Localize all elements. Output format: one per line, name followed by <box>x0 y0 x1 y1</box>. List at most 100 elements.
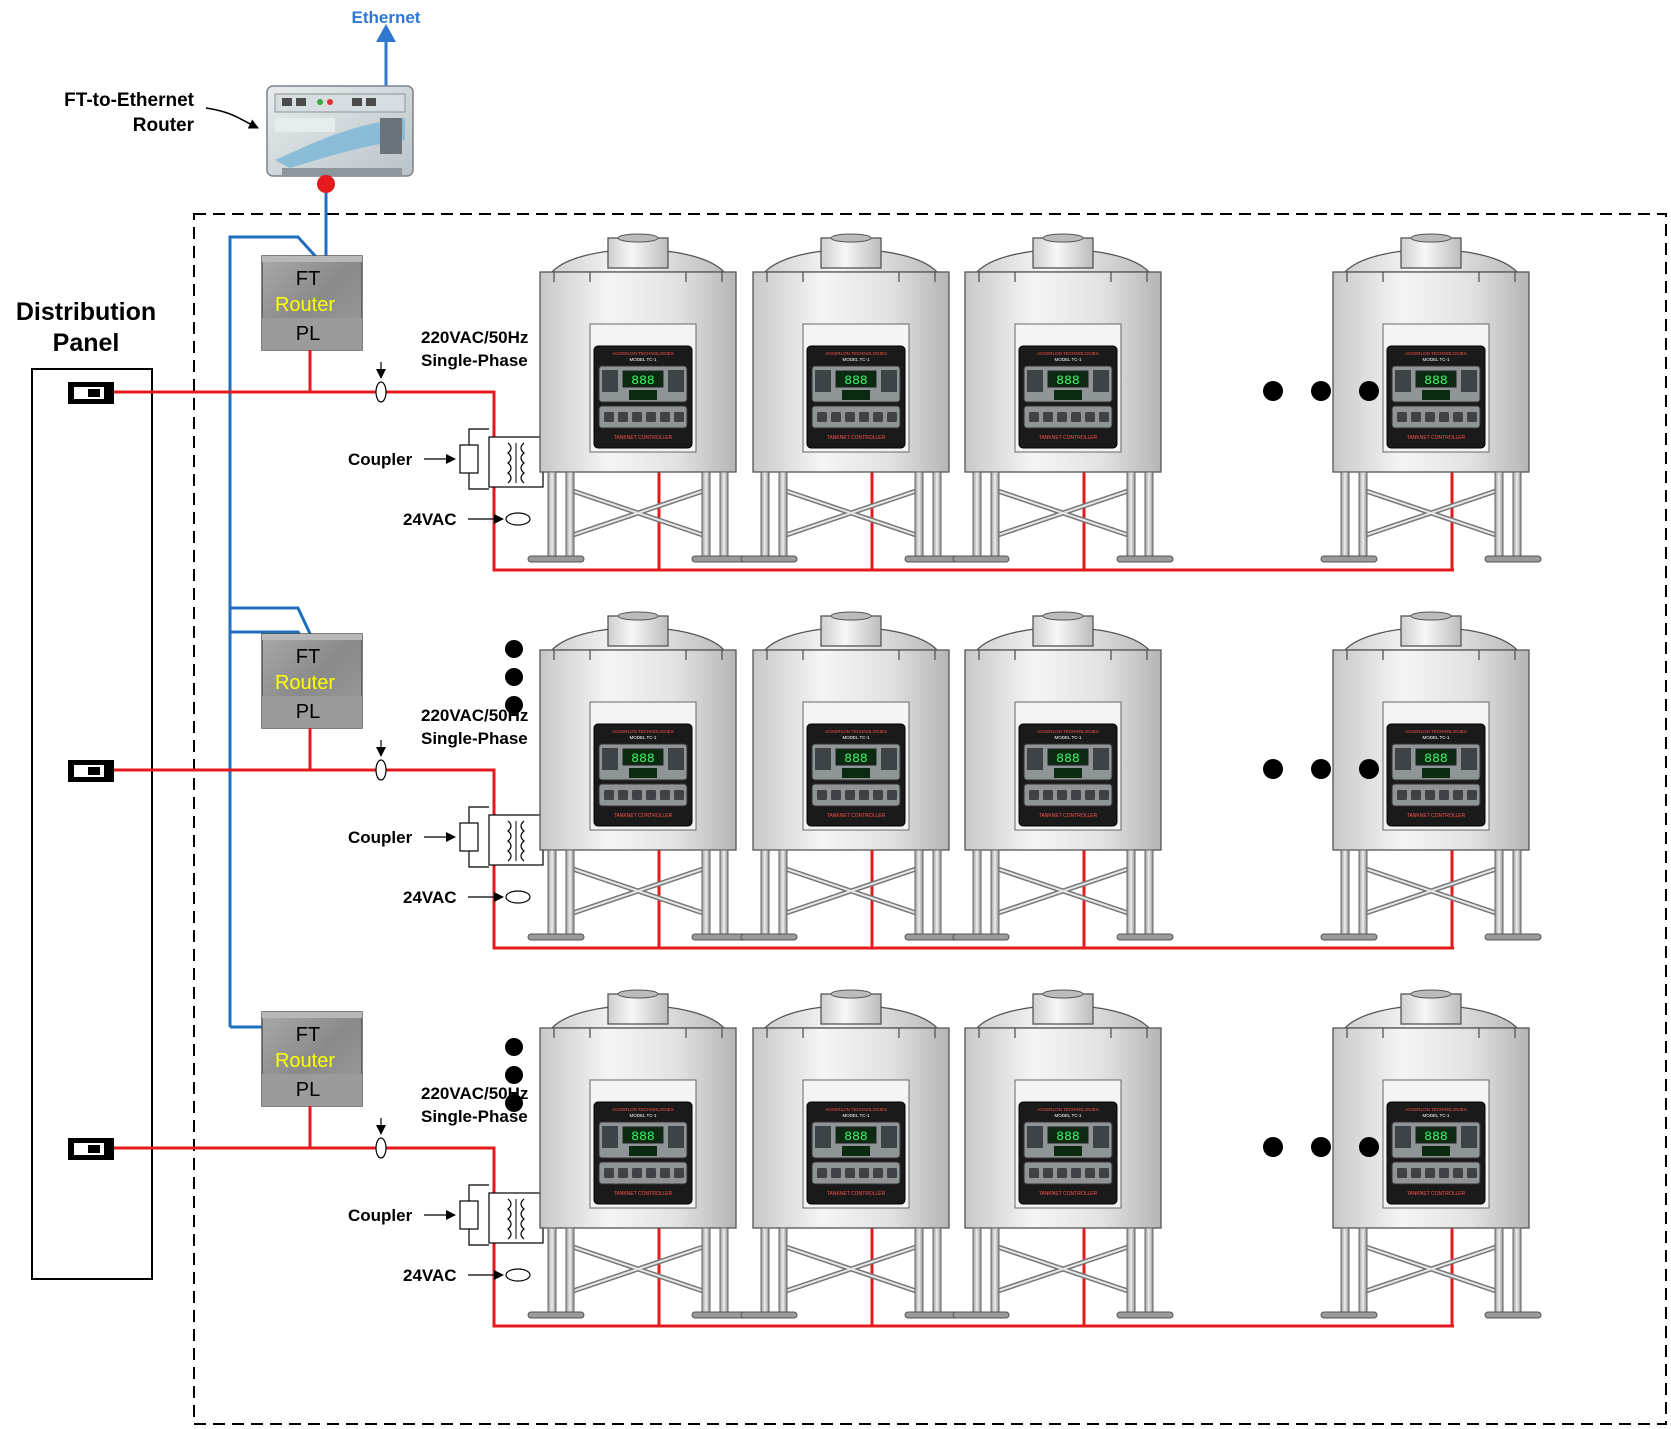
controller-right-keys <box>1093 370 1109 392</box>
controller-key <box>845 790 855 800</box>
controller-key <box>618 1168 628 1178</box>
controller-key <box>1057 1168 1067 1178</box>
controller-small-display <box>629 1146 657 1156</box>
gateway-label-line1: FT-to-Ethernet <box>64 90 194 111</box>
controller-key <box>1071 1168 1081 1178</box>
ethernet-arrow-head-icon <box>376 24 396 42</box>
controller-footer: TANKNET CONTROLLER <box>1407 435 1466 441</box>
controller-keypad <box>598 1161 688 1185</box>
tank-leg <box>990 471 1000 563</box>
controller-key <box>1099 412 1109 422</box>
controller-key <box>831 790 841 800</box>
controller-key <box>1397 790 1407 800</box>
controller-key <box>1397 412 1407 422</box>
controller-display <box>835 748 877 766</box>
tank-foot <box>527 555 585 563</box>
tank-leg <box>565 471 575 563</box>
controller-key <box>1397 1168 1407 1178</box>
gateway-label-line2: Router <box>133 115 195 136</box>
controller-footer: TANKNET CONTROLLER <box>1039 435 1098 441</box>
controller-right-keys <box>668 1126 684 1148</box>
controller-key <box>887 790 897 800</box>
tank-leg <box>932 1227 942 1319</box>
controller-model: MODEL TC-1 <box>1054 1113 1082 1118</box>
tank-leg <box>719 471 729 563</box>
controller-brand: ACKERLON TECHNOLOGIES <box>825 729 887 734</box>
tank-bracing-highlight <box>994 867 1132 915</box>
controller-display-digits: 888 <box>844 1129 867 1144</box>
tank-leg <box>1512 471 1522 563</box>
coupler-leads <box>468 428 489 490</box>
ft-router-label-ft: FT <box>296 646 320 668</box>
supply-breaker-icon <box>375 381 387 403</box>
low-voltage-icon <box>505 1268 531 1282</box>
controller-left-keys <box>602 1126 618 1148</box>
controller-key <box>1043 412 1053 422</box>
ethernet-label: Ethernet <box>352 8 421 27</box>
controller-key <box>1043 790 1053 800</box>
tank-leg <box>990 849 1000 941</box>
controller-display <box>622 1126 664 1144</box>
transformer-coils <box>507 442 525 484</box>
controller-left-keys <box>602 748 618 770</box>
more-tanks-dot <box>1311 381 1331 401</box>
controller-right-keys <box>1093 748 1109 770</box>
supply-label-line1: 220VAC/50Hz <box>421 328 528 347</box>
transformer-coils <box>507 1198 525 1240</box>
controller-model: MODEL TC-1 <box>842 735 870 740</box>
controller-key <box>845 412 855 422</box>
tank-leg <box>701 1227 711 1319</box>
controller-key <box>1411 412 1421 422</box>
controller-key <box>674 412 684 422</box>
tank-leg <box>565 849 575 941</box>
controller-key <box>604 412 614 422</box>
controller-key <box>817 790 827 800</box>
tank-leg <box>760 849 770 941</box>
controller-brand: ACKERLON TECHNOLOGIES <box>1037 729 1099 734</box>
controller-display <box>622 748 664 766</box>
tank-foot <box>740 555 798 563</box>
controller-display <box>1047 1126 1089 1144</box>
tank-bracing-highlight <box>782 489 920 537</box>
tank-leg <box>972 471 982 563</box>
ft-router-top <box>262 1012 362 1018</box>
controller-key <box>1085 412 1095 422</box>
ft-router-label-ft: FT <box>296 1024 320 1046</box>
more-rows-dot <box>505 640 523 658</box>
controller-footer: TANKNET CONTROLLER <box>827 1191 886 1197</box>
controller-key <box>1425 412 1435 422</box>
supply-label-line2: Single-Phase <box>421 1107 528 1126</box>
tank-foot <box>1116 933 1174 941</box>
controller-brand: ACKERLON TECHNOLOGIES <box>612 729 674 734</box>
tank-foot <box>952 555 1010 563</box>
controller-right-keys <box>881 1126 897 1148</box>
more-tanks-dot <box>1311 1137 1331 1157</box>
tank-hatch <box>1400 615 1462 647</box>
controller-small-display <box>629 390 657 400</box>
more-rows-dot <box>505 1066 523 1084</box>
controller-keypad <box>1023 405 1113 429</box>
controller-key <box>859 412 869 422</box>
tank-bracing-highlight <box>1362 867 1500 915</box>
tank-leg <box>932 849 942 941</box>
controller-right-keys <box>1461 1126 1477 1148</box>
controller-key <box>817 412 827 422</box>
controller-model: MODEL TC-1 <box>629 357 657 362</box>
controller-key <box>1099 1168 1109 1178</box>
controller-key <box>1411 790 1421 800</box>
controller-keypad <box>598 783 688 807</box>
supply-label-line1: 220VAC/50Hz <box>421 1084 528 1103</box>
tank-hatch <box>820 615 882 647</box>
tank-bracing-highlight <box>782 867 920 915</box>
tank-leg <box>701 471 711 563</box>
controller-key <box>1425 790 1435 800</box>
